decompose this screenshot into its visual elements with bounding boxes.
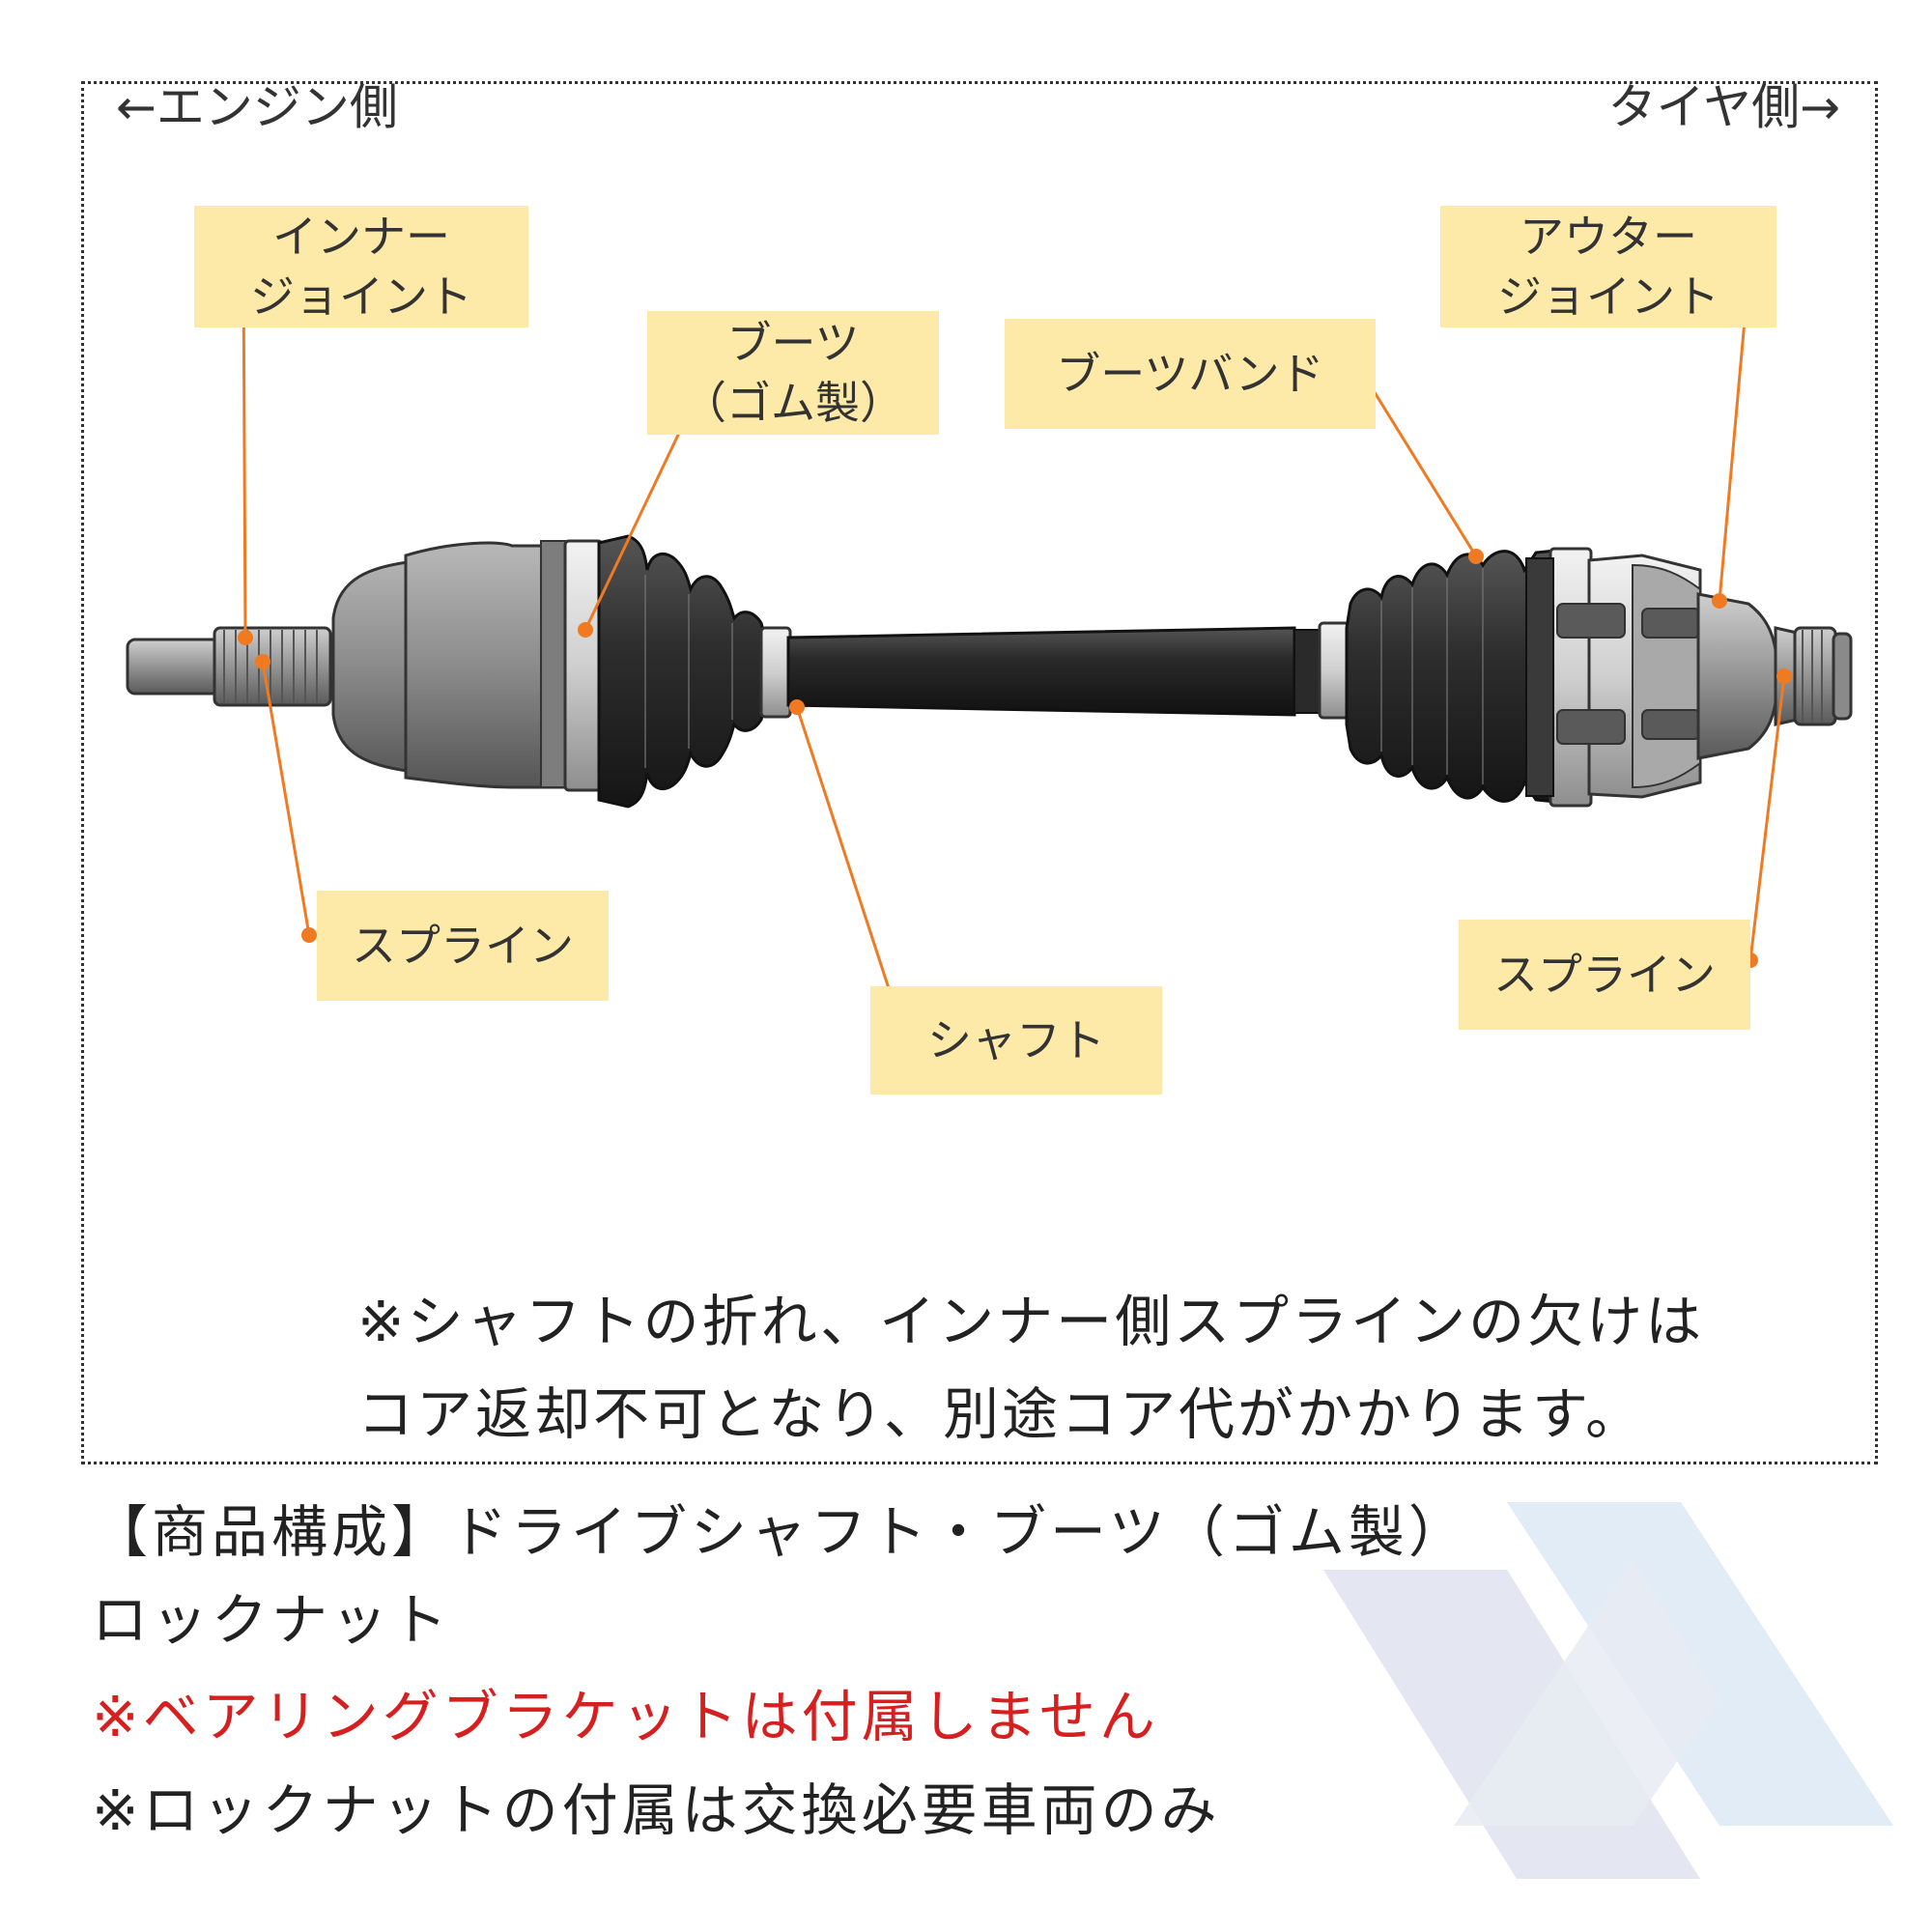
label-boot-band: ブーツバンド <box>1005 319 1376 429</box>
leader-boot-band <box>1363 376 1478 557</box>
tire-side-label: タイヤ側→ <box>1607 79 1840 135</box>
core-return-note: ※シャフトの折れ、インナー側スプラインの欠けは コア返却不可となり、別途コア代が… <box>357 1289 1705 1447</box>
shaft-section-right <box>1293 629 1322 714</box>
outer-boot-ridges <box>1380 568 1484 784</box>
leader-shaft <box>795 706 904 1031</box>
leader-spline-left <box>261 661 311 936</box>
label-inner-joint: インナー ジョイント <box>194 206 528 327</box>
inner-spline-teeth <box>223 630 318 703</box>
leader-spline-right <box>1748 675 1786 961</box>
outer-stub-end <box>1832 632 1853 721</box>
composition-locknut: ロックナット <box>92 1587 452 1653</box>
label-spline-left: スプライン <box>317 891 609 1001</box>
label-boot: ブーツ （ゴム製） <box>647 311 939 435</box>
label-spline-right: スプライン <box>1459 920 1750 1030</box>
inner-spline <box>213 626 332 707</box>
leader-inner-joint <box>242 265 247 639</box>
outer-joint-windows <box>1556 603 1701 745</box>
bearing-bracket-warning: ※ベアリングブラケットは付属しません <box>92 1684 1159 1749</box>
outer-spline-teeth <box>1802 630 1823 723</box>
label-shaft: シャフト <box>870 986 1162 1094</box>
outer-boot-band-lip <box>1525 557 1554 797</box>
composition-line: 【商品構成】ドライブシャフト・ブーツ（ゴム製） <box>92 1499 1468 1565</box>
shaft-bar <box>786 626 1296 717</box>
diagram-frame <box>81 81 1878 1464</box>
label-outer-joint: アウター ジョイント <box>1440 206 1776 327</box>
inner-boot-ridges <box>644 575 733 768</box>
locknut-note: ※ロックナットの付属は交換必要車両のみ <box>92 1777 1221 1843</box>
engine-side-label: ←エンジン側 <box>116 79 398 135</box>
